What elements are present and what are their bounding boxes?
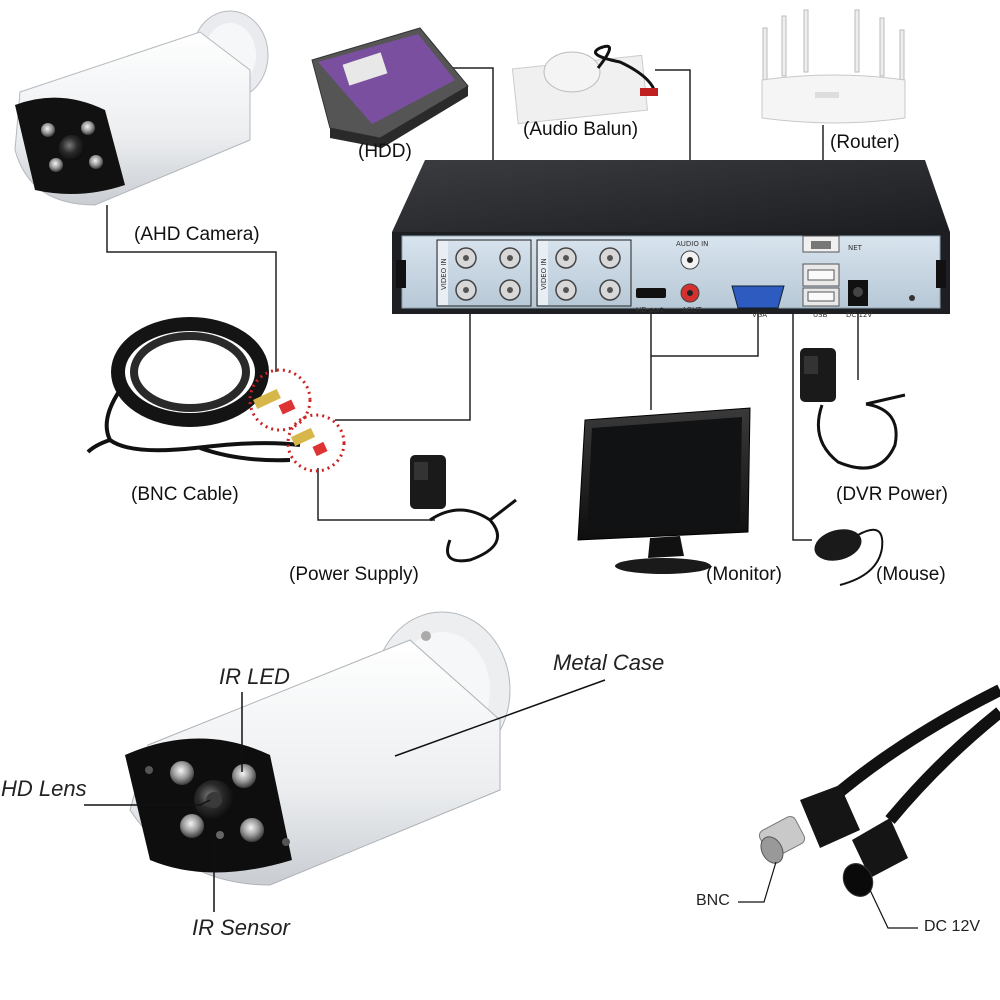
bnc-cable-image bbox=[86, 317, 346, 473]
hdd-image bbox=[311, 27, 469, 148]
power-supply-image bbox=[410, 455, 517, 563]
video-in-left-label: VIDEO IN bbox=[440, 258, 448, 290]
hdd-line bbox=[452, 67, 494, 183]
mouse-label: (Mouse) bbox=[876, 564, 946, 585]
dc-plug-label: DC 12V bbox=[924, 918, 981, 935]
usb-label: USB bbox=[813, 311, 828, 319]
plug-callout-lines bbox=[738, 861, 918, 929]
power-supply-line bbox=[317, 468, 435, 521]
bnc-dc-plug-image bbox=[758, 684, 1000, 897]
metal-case-label: Metal Case bbox=[553, 650, 665, 675]
video-in-right-label: VIDEO IN bbox=[540, 258, 548, 290]
vga-label: VGA bbox=[752, 311, 767, 319]
hdd-label: (HDD) bbox=[358, 141, 412, 162]
camera-callout-lines bbox=[84, 679, 606, 912]
hd-port-label: HD-port bbox=[636, 306, 664, 314]
power-supply-label: (Power Supply) bbox=[289, 564, 419, 585]
router-label: (Router) bbox=[830, 132, 900, 153]
connection-lines bbox=[106, 67, 859, 541]
monitor-label: (Monitor) bbox=[706, 564, 783, 585]
dvr-power-image bbox=[800, 348, 906, 470]
dvr-power-label: (DVR Power) bbox=[836, 484, 948, 505]
ahd-camera-label: (AHD Camera) bbox=[134, 224, 260, 245]
bnc-video-line bbox=[335, 308, 471, 421]
bnc-plug-label: BNC bbox=[696, 892, 730, 909]
ahd-camera-line bbox=[106, 205, 277, 372]
mouse-image bbox=[814, 528, 884, 586]
ahd-camera-image bbox=[14, 10, 269, 206]
dc-label: DC 12V bbox=[846, 311, 872, 319]
audio-in-label: AUDIO IN bbox=[676, 240, 708, 248]
monitor-image bbox=[577, 407, 751, 574]
bnc-cable-label: (BNC Cable) bbox=[131, 484, 239, 505]
monitor-line bbox=[650, 308, 759, 357]
hd-lens-label: HD Lens bbox=[1, 776, 87, 801]
camera-closeup-image bbox=[125, 611, 511, 886]
audio-balun-label: (Audio Balun) bbox=[523, 119, 639, 140]
audio-out-label: AOUT bbox=[682, 306, 702, 314]
ir-sensor-label: IR Sensor bbox=[192, 915, 290, 940]
dvr-image: VIDEO IN VIDEO IN HD-port AUDIO IN AOUT … bbox=[392, 160, 950, 319]
net-label: NET bbox=[848, 244, 863, 252]
ir-led-label: IR LED bbox=[219, 664, 290, 689]
audio-balun-image bbox=[511, 44, 658, 125]
router-image bbox=[761, 9, 906, 124]
